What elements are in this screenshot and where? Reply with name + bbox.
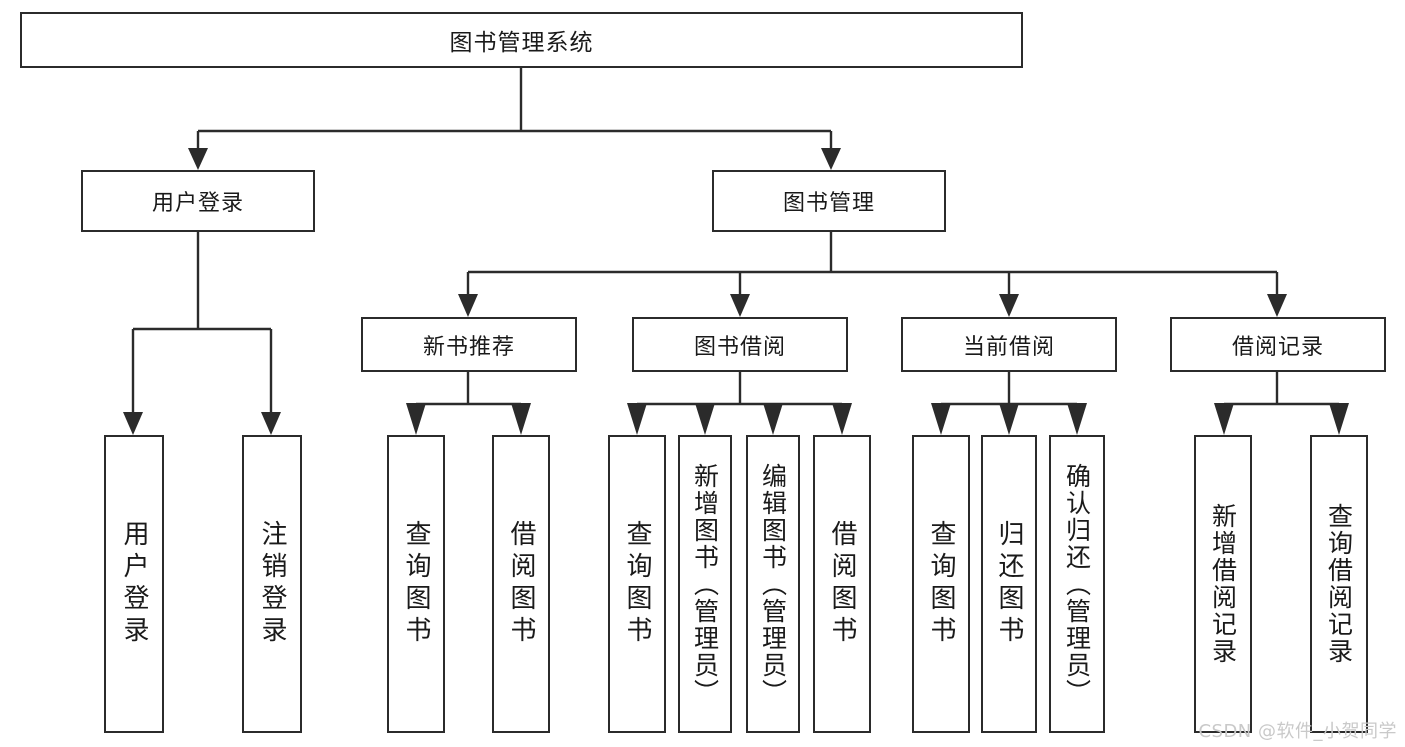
leaf-current-borrow-query-book[interactable]: 查询图书 [912, 435, 970, 733]
arrowhead-n2c-leaf-3 [1067, 403, 1087, 435]
leaf-new-book-borrow-book[interactable]: 借阅图书 [492, 435, 550, 733]
leaf-new-book-query-book[interactable]: 查询图书 [387, 435, 445, 733]
arrowhead-current-borrow [999, 294, 1019, 317]
arrowhead-n2a-leaf-2 [511, 403, 531, 435]
node-new-book-recommend[interactable]: 新书推荐 [361, 317, 577, 372]
arrowhead-n2b-leaf-1 [627, 403, 647, 435]
leaf-book-borrow-query-book[interactable]: 查询图书 [608, 435, 666, 733]
arrowhead-n2d-leaf-2 [1329, 403, 1349, 435]
arrowhead-n2b-leaf-2 [695, 403, 715, 435]
leaf-current-borrow-confirm-return-admin[interactable]: 确认归还（管理员） [1049, 435, 1105, 733]
arrowhead-user-login [188, 148, 208, 170]
arrowhead-new-book-recommend [458, 294, 478, 317]
node-borrow-record[interactable]: 借阅记录 [1170, 317, 1386, 372]
arrowhead-n2d-leaf-1 [1214, 403, 1234, 435]
node-book-borrow[interactable]: 图书借阅 [632, 317, 848, 372]
arrowhead-userlogin-leaf-1 [123, 412, 143, 435]
leaf-book-borrow-edit-book-admin[interactable]: 编辑图书（管理员） [746, 435, 800, 733]
arrowhead-n2b-leaf-3 [763, 403, 783, 435]
node-current-borrow[interactable]: 当前借阅 [901, 317, 1117, 372]
arrowhead-book-manage [821, 148, 841, 170]
arrowhead-n2b-leaf-4 [832, 403, 852, 435]
arrowhead-n2c-leaf-1 [931, 403, 951, 435]
csdn-watermark: CSDN @软件_小贺同学 [1198, 721, 1397, 742]
arrowhead-book-borrow [730, 294, 750, 317]
arrowhead-n2a-leaf-1 [406, 403, 426, 435]
node-root-book-management-system[interactable]: 图书管理系统 [20, 12, 1023, 68]
leaf-book-borrow-add-book-admin[interactable]: 新增图书（管理员） [678, 435, 732, 733]
leaf-user-login-signin[interactable]: 用户登录 [104, 435, 164, 733]
leaf-borrow-record-add-record[interactable]: 新增借阅记录 [1194, 435, 1252, 733]
leaf-borrow-record-query-record[interactable]: 查询借阅记录 [1310, 435, 1368, 733]
node-book-management[interactable]: 图书管理 [712, 170, 946, 232]
arrowhead-borrow-record [1267, 294, 1287, 317]
node-user-login[interactable]: 用户登录 [81, 170, 315, 232]
leaf-current-borrow-return-book[interactable]: 归还图书 [981, 435, 1037, 733]
arrowhead-n2c-leaf-2 [999, 403, 1019, 435]
leaf-book-borrow-borrow-book[interactable]: 借阅图书 [813, 435, 871, 733]
leaf-user-login-signout[interactable]: 注销登录 [242, 435, 302, 733]
arrowhead-userlogin-leaf-2 [261, 412, 281, 435]
